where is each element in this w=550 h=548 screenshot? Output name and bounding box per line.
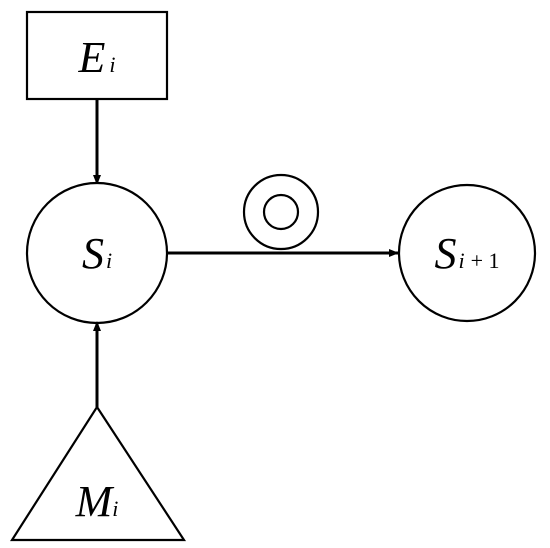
measurement-triangle [9,404,187,542]
state-current-label: Si [82,229,112,278]
double-circle-icon [242,173,320,251]
environment-box [25,10,169,101]
state-next-label: Si+ 1 [434,229,499,278]
state-next-circle [397,183,537,323]
state-current-node: Si [25,181,169,325]
measurement-node: Mi [9,404,187,542]
state-next-node: Si+ 1 [397,183,537,323]
measurement-label: Mi [75,477,119,526]
